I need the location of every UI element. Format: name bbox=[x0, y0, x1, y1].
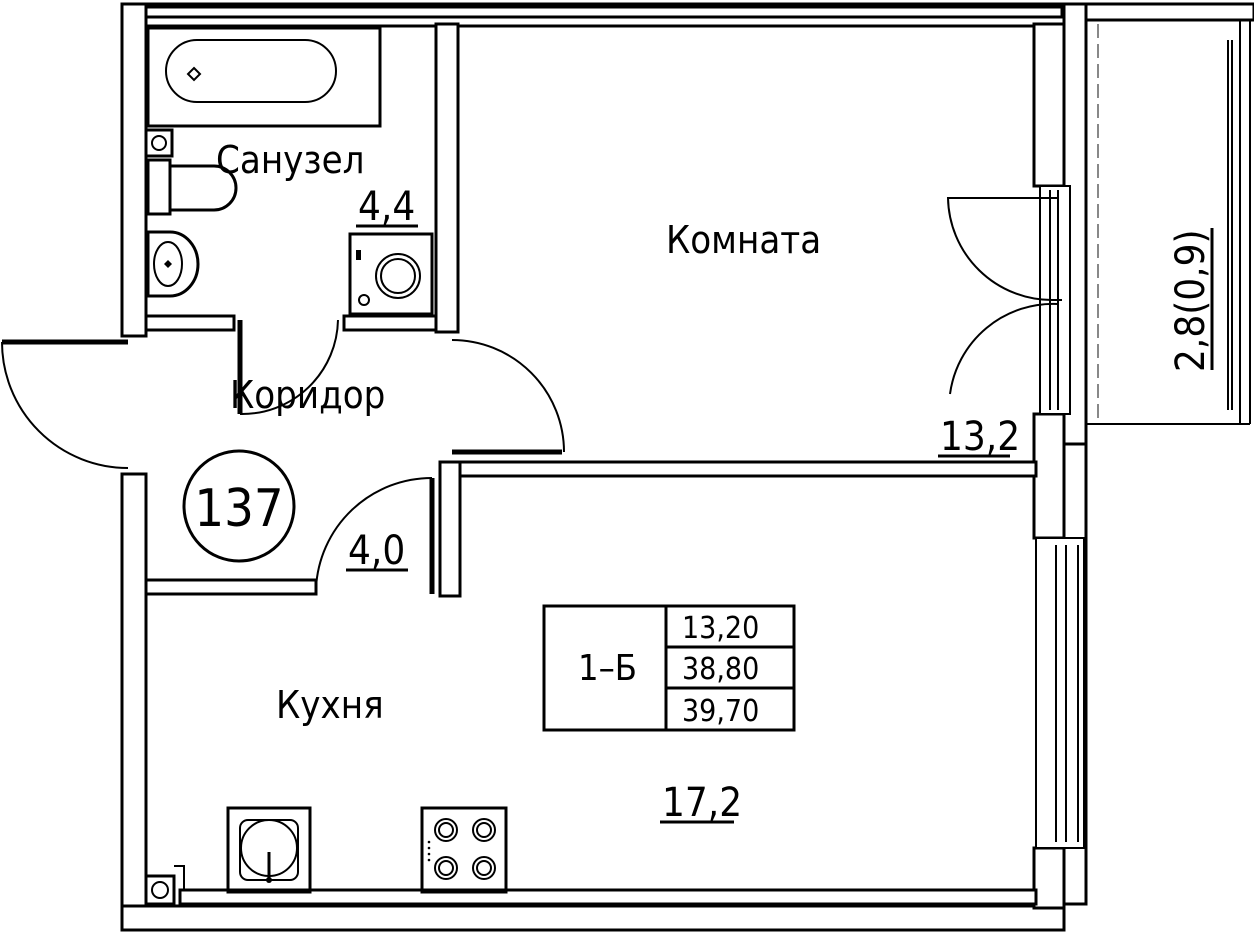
stove-icon bbox=[420, 806, 508, 894]
bathtub-icon bbox=[146, 26, 382, 128]
interior-walls bbox=[144, 22, 1038, 906]
room-area: 13,2 bbox=[940, 414, 1020, 460]
corridor-area: 4,0 bbox=[348, 528, 405, 574]
corridor-name: Коридор bbox=[230, 373, 385, 417]
washing-machine-icon bbox=[348, 232, 434, 316]
summary-value-2: 38,80 bbox=[682, 652, 759, 687]
toilet-icon bbox=[146, 158, 238, 216]
bathroom-name: Санузел bbox=[216, 138, 365, 182]
area-summary-table: 1–Б 13,20 38,80 39,70 bbox=[542, 604, 796, 732]
doors bbox=[1, 197, 1059, 594]
kitchen-area: 17,2 bbox=[662, 780, 742, 826]
summary-value-3: 39,70 bbox=[682, 694, 759, 729]
kitchen-window bbox=[1035, 537, 1085, 849]
apartment-number-badge: 137 bbox=[182, 449, 296, 563]
apartment-number: 137 bbox=[194, 479, 283, 539]
balcony-area: 2,8(0,9) bbox=[1168, 230, 1214, 373]
kitchen-sink-icon bbox=[226, 806, 312, 894]
apartment-type: 1–Б bbox=[578, 648, 637, 689]
kitchen-name: Кухня bbox=[276, 683, 384, 727]
room-name: Комната bbox=[666, 218, 821, 262]
summary-value-1: 13,20 bbox=[682, 611, 759, 646]
balcony bbox=[1062, 2, 1254, 446]
bathroom-area: 4,4 bbox=[358, 184, 415, 230]
sink-icon bbox=[146, 230, 200, 298]
kitchen-riser-icon bbox=[144, 865, 185, 906]
riser-icon bbox=[144, 128, 174, 158]
